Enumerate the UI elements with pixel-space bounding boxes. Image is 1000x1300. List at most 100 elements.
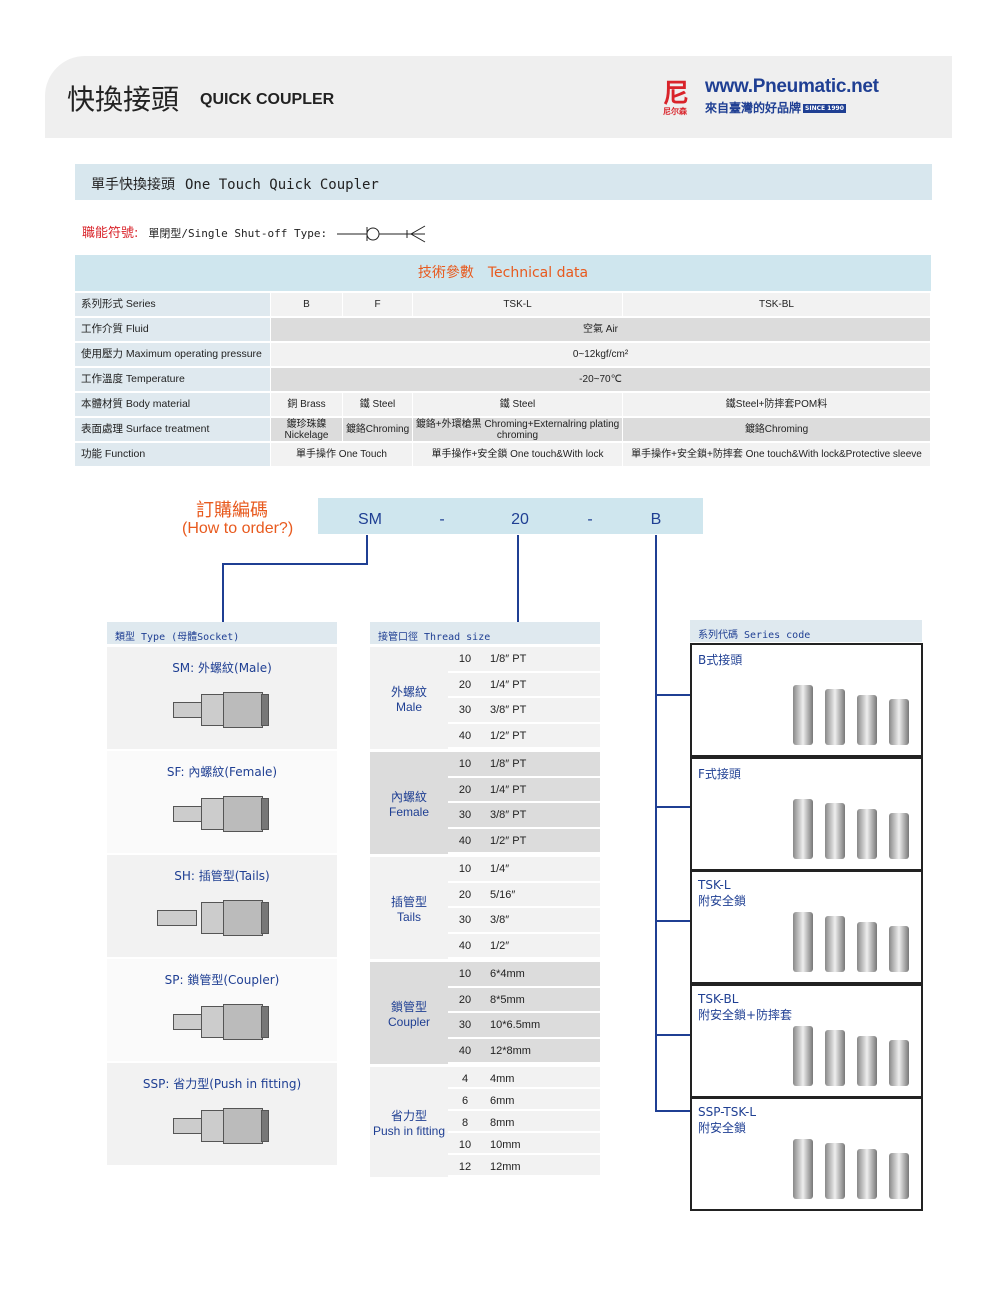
type-item: SP: 鎖管型(Coupler)	[107, 959, 337, 1061]
type-item: SF: 內螺紋(Female)	[107, 751, 337, 853]
row-label: 系列形式 Series	[75, 293, 271, 316]
type-panel-header: 類型 Type (母體Socket)	[107, 622, 337, 644]
order-code-bar: SM - 20 - B	[318, 498, 703, 534]
page-title-en: QUICK COUPLER	[200, 91, 335, 108]
table-title: 技術參數 Technical data	[75, 255, 931, 291]
table-row: 工作溫度 Temperature-20~70℃	[75, 368, 931, 391]
type-label: SSP: 省力型(Push in fitting)	[142, 1077, 302, 1091]
code-size: 20	[511, 511, 529, 528]
row-label: 工作溫度 Temperature	[75, 368, 271, 391]
table-cell: 鍍鉻Chroming	[623, 418, 931, 441]
code-series: B	[650, 511, 662, 528]
product-photo-icon	[793, 798, 909, 859]
table-cell: 單手操作+安全鎖+防摔套 One touch&With lock&Protect…	[623, 443, 931, 466]
series-panel-header: 系列代碼 Series code	[690, 620, 922, 642]
page-header: 快換接頭 QUICK COUPLER 尼尼尔森 www.Pneumatic.ne…	[45, 56, 952, 138]
row-label: 使用壓力 Maximum operating pressure	[75, 343, 271, 366]
row-label: 工作介質 Fluid	[75, 318, 271, 341]
table-cell: 鍍珍珠鎳 Nickelage	[271, 418, 343, 441]
table-cell: F	[343, 293, 413, 316]
function-symbol: 職能符號:單閉型/Single Shut-off Type:	[82, 222, 429, 244]
table-cell: B	[271, 293, 343, 316]
series-item: B式接頭	[690, 643, 923, 757]
table-cell: TSK-BL	[623, 293, 931, 316]
type-item: SM: 外螺紋(Male)	[107, 647, 337, 749]
type-label: SM: 外螺紋(Male)	[172, 661, 272, 675]
code-type: SM	[358, 511, 382, 528]
order-title: 訂購編碼	[196, 500, 268, 521]
type-label: SP: 鎖管型(Coupler)	[164, 973, 280, 987]
table-cell: 單手操作+安全鎖 One touch&With lock	[413, 443, 623, 466]
table-cell: 鐵Steel+防摔套POM料	[623, 393, 931, 416]
fitting-drawing-icon	[167, 794, 277, 834]
product-photo-icon	[793, 1025, 909, 1086]
valve-symbol-icon	[337, 225, 426, 242]
table-cell: 銅 Brass	[271, 393, 343, 416]
series-item: F式接頭	[690, 756, 923, 871]
row-label: 表面處理 Surface treatment	[75, 418, 271, 441]
fitting-drawing-icon	[157, 898, 277, 938]
row-label: 功能 Function	[75, 443, 271, 466]
fitting-drawing-icon	[167, 1106, 277, 1146]
table-cell: 鍍鉻+外環槍黑 Chroming+Externalring plating ch…	[413, 418, 623, 441]
type-item: SSP: 省力型(Push in fitting)	[107, 1063, 337, 1165]
type-label: SH: 插管型(Tails)	[174, 869, 270, 883]
table-cell: 單手操作 One Touch	[271, 443, 413, 466]
type-label: SF: 內螺紋(Female)	[166, 765, 278, 779]
table-cell: TSK-L	[413, 293, 623, 316]
fitting-drawing-icon	[167, 690, 277, 730]
table-cell: 鐵 Steel	[343, 393, 413, 416]
row-label: 本體材質 Body material	[75, 393, 271, 416]
logo-url: www.Pneumatic.net	[705, 76, 879, 97]
logo-icon: 尼尼尔森	[663, 79, 690, 116]
table-cell: 空氣 Air	[271, 318, 931, 341]
code-sep: -	[439, 511, 445, 528]
table-cell: 鐵 Steel	[413, 393, 623, 416]
code-sep: -	[587, 511, 593, 528]
page-title: 快換接頭	[67, 83, 180, 116]
order-subtitle: (How to order?)	[182, 520, 294, 537]
product-photo-icon	[793, 912, 909, 972]
table-cell: -20~70℃	[271, 368, 931, 391]
product-photo-icon	[793, 1139, 909, 1199]
fitting-drawing-icon	[167, 1002, 277, 1042]
